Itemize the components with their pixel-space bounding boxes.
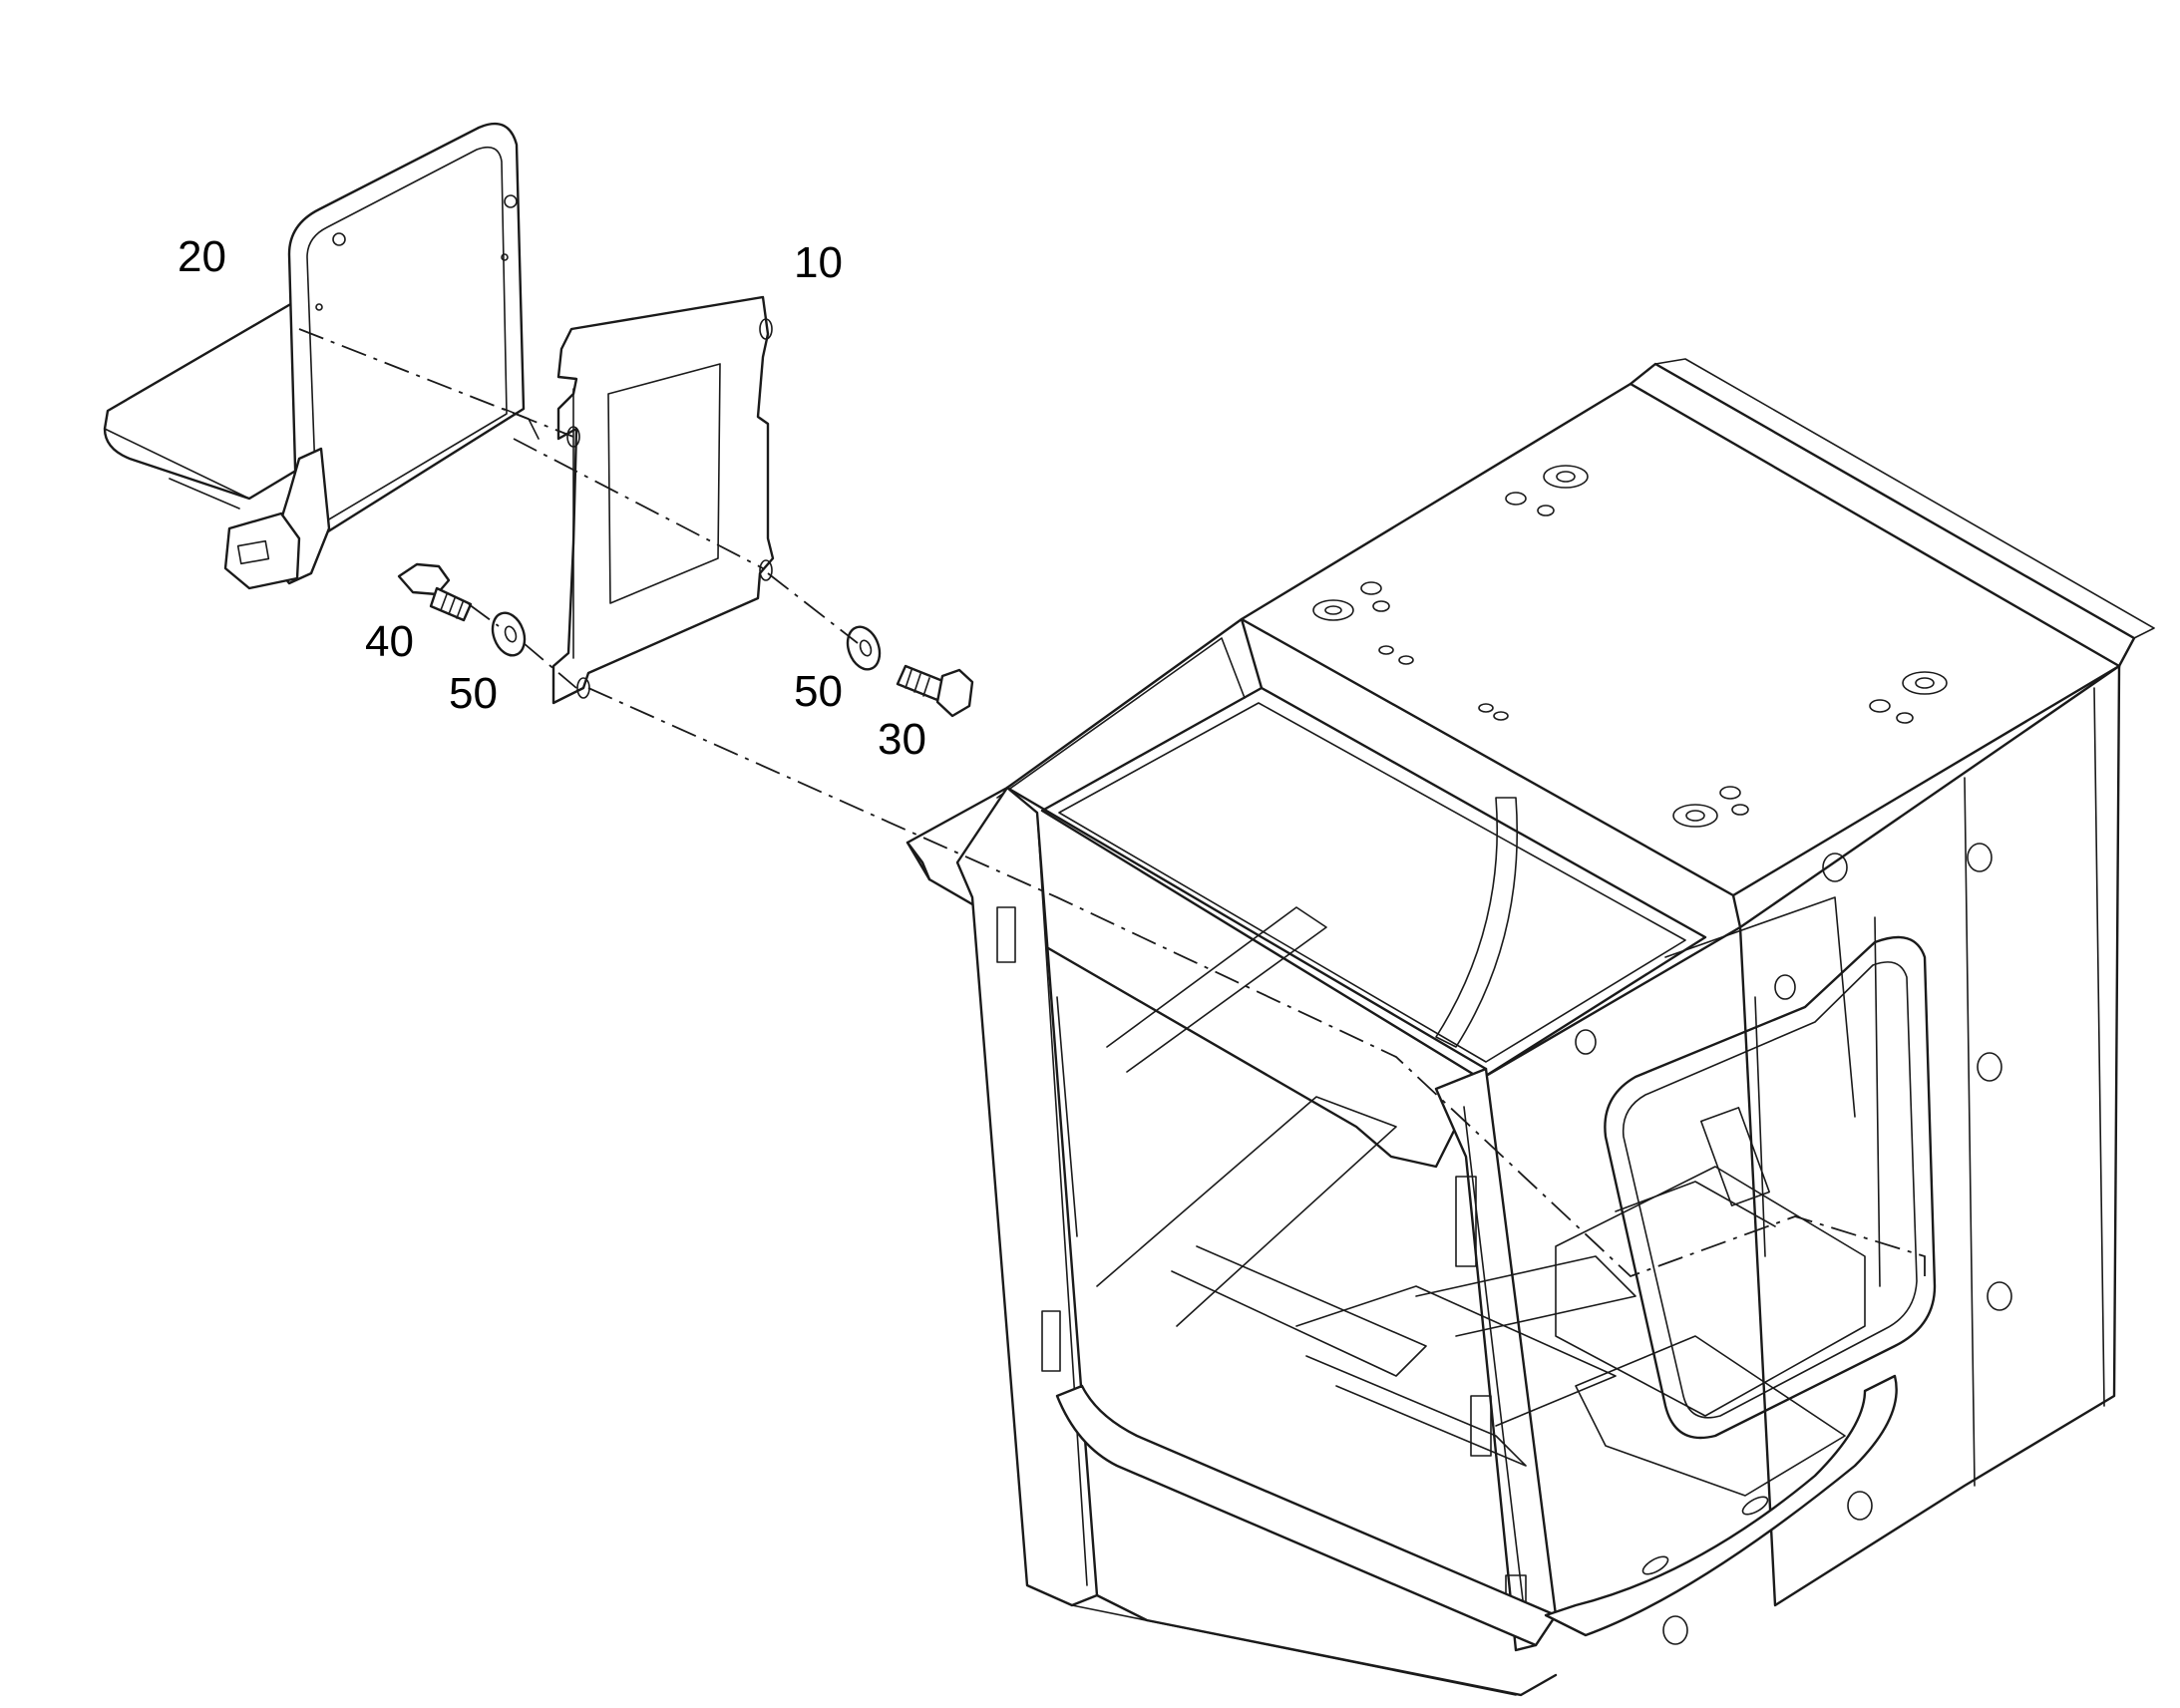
mounting-bracket <box>551 295 775 705</box>
bolt-left <box>397 562 473 622</box>
cab-frame <box>906 358 2155 1697</box>
callout-bolt-right: 30 <box>878 715 926 764</box>
callout-bracket: 10 <box>794 238 843 287</box>
callout-washer-right: 50 <box>794 667 843 716</box>
roof-bosses <box>1312 465 1948 828</box>
washer-left <box>491 611 527 657</box>
bolt-right <box>896 664 974 718</box>
washer-right <box>846 625 882 671</box>
callout-washer-left: 50 <box>449 669 498 718</box>
callout-seat: 20 <box>178 232 226 281</box>
side-bosses <box>1575 843 2012 1645</box>
assembly-lines <box>298 328 1926 1278</box>
callout-bolt-left: 40 <box>365 617 414 666</box>
seat-assembly <box>103 122 540 590</box>
callouts: 20 10 40 50 50 30 <box>178 232 926 764</box>
